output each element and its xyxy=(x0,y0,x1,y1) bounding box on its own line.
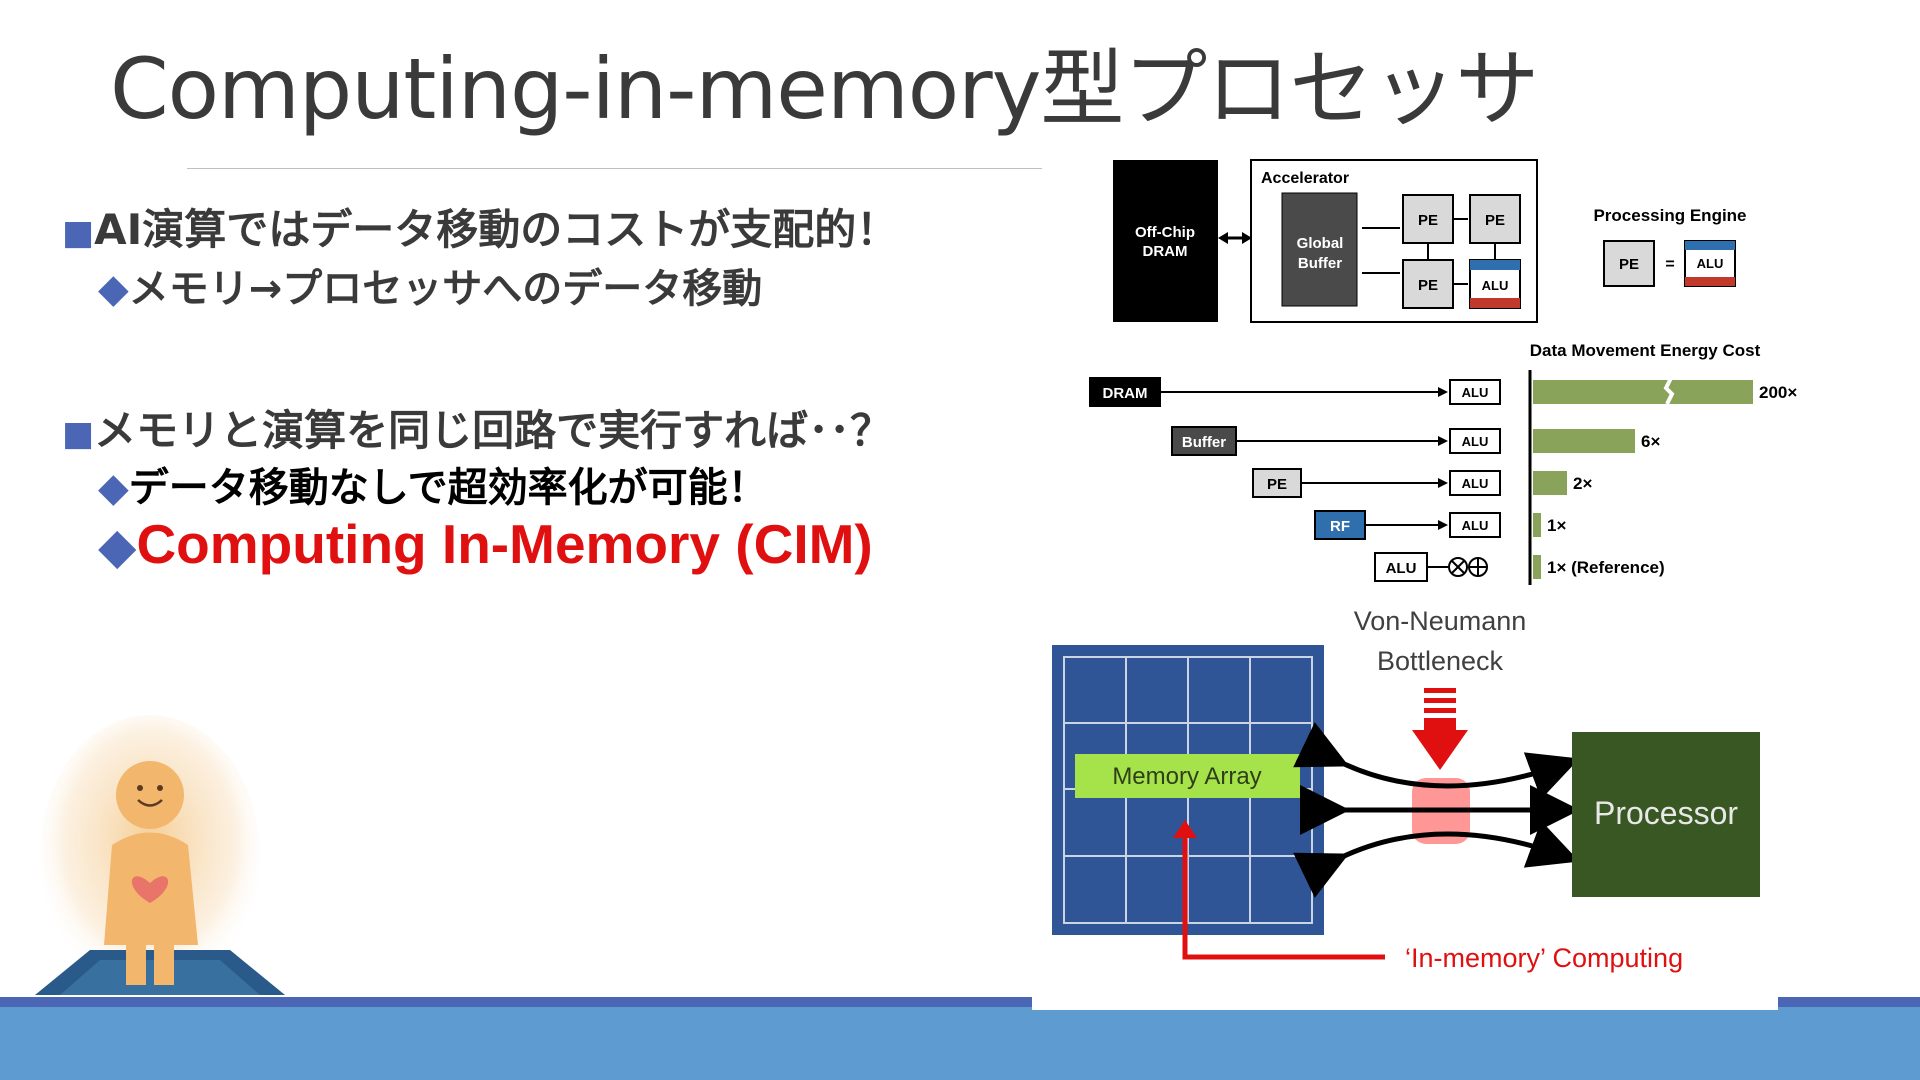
bar-dram xyxy=(1533,380,1753,404)
target-alu-label: ALU xyxy=(1462,434,1489,449)
bar-value-label: 1× xyxy=(1547,516,1566,535)
bullet-2-text: メモリと演算を同じ回路で実行すれば･･？ xyxy=(94,406,893,455)
chart-title: Data Movement Energy Cost xyxy=(1530,341,1761,360)
source-box-buffer xyxy=(1171,426,1237,456)
bottleneck-label-1: Von-Neumann xyxy=(1354,606,1527,636)
pe-box xyxy=(1402,259,1454,309)
bar-value-label: 6× xyxy=(1641,432,1660,451)
bullet-1: ■AI演算ではデータ移動のコストが支配的！ xyxy=(62,196,898,257)
processor-label: Processor xyxy=(1594,795,1738,831)
diamond-bullet-icon: ◆ xyxy=(98,465,129,511)
target-alu-label: ALU xyxy=(1462,476,1489,491)
dram-label-2: DRAM xyxy=(1143,243,1188,260)
slide-title: Computing-in-memory型プロセッサ xyxy=(110,40,1539,138)
energy-cost-chart: Data Movement Energy Cost DRAM ALU 200× Buf… xyxy=(1089,341,1797,585)
multiply-icon xyxy=(1448,557,1468,577)
data-flow-arrows xyxy=(1293,722,1580,898)
dram-label-1: Off-Chip xyxy=(1135,224,1195,241)
architecture-diagram: Off-Chip DRAM Accelerator Global Buffer … xyxy=(1113,159,1747,323)
source-label: Buffer xyxy=(1182,434,1226,451)
figure-illustration xyxy=(35,715,285,995)
bullet-1-sub-text: メモリ→プロセッサへのデータ移動 xyxy=(128,266,763,312)
title-divider xyxy=(187,168,1042,169)
target-alu-box xyxy=(1449,379,1501,405)
target-alu-label: ALU xyxy=(1462,518,1489,533)
bar-rf xyxy=(1533,513,1541,537)
diamond-bullet-icon: ◆ xyxy=(98,517,137,575)
target-alu-box xyxy=(1449,470,1501,496)
target-alu-box xyxy=(1449,428,1501,454)
bar-buffer xyxy=(1533,429,1635,453)
footer-band xyxy=(0,1007,1920,1080)
target-alu-label: ALU xyxy=(1462,385,1489,400)
footer-band-accent xyxy=(0,997,1920,1007)
source-label: PE xyxy=(1267,476,1287,493)
diamond-bullet-icon: ◆ xyxy=(98,266,129,312)
bullet-2-sub-1: ◆データ移動なしで超効率化が可能！ xyxy=(98,455,768,513)
svg-text:PE: PE xyxy=(1418,212,1438,229)
pe-box xyxy=(1603,240,1655,287)
processor-block xyxy=(1572,732,1760,897)
in-memory-computing-label: ‘In-memory’ Computing xyxy=(1405,943,1683,973)
memory-array-label-box xyxy=(1075,754,1300,798)
buffer-label-1: Global xyxy=(1297,235,1344,252)
bottleneck-label-2: Bottleneck xyxy=(1377,646,1504,676)
bullet-1-sub: ◆メモリ→プロセッサへのデータ移動 xyxy=(98,256,762,314)
memory-array-label: Memory Array xyxy=(1112,763,1261,790)
bottleneck-down-arrow-icon xyxy=(1412,688,1468,770)
bar-pe xyxy=(1533,471,1567,495)
source-box-pe xyxy=(1252,468,1302,498)
source-box-rf xyxy=(1314,510,1366,540)
cim-diagram: Memory Array Von-Neumann Bottleneck Proc… xyxy=(1052,606,1760,973)
source-label: RF xyxy=(1330,518,1350,535)
bullet-1-text: AI演算ではデータ移動のコストが支配的！ xyxy=(94,205,899,254)
target-alu-box xyxy=(1449,512,1501,538)
buffer-label-2: Buffer xyxy=(1298,255,1342,272)
bar-alu xyxy=(1533,555,1541,579)
svg-text:ALU: ALU xyxy=(1697,256,1724,271)
svg-text:PE: PE xyxy=(1619,256,1639,273)
svg-text:PE: PE xyxy=(1418,277,1438,294)
square-bullet-icon: ■ xyxy=(62,414,95,454)
processing-engine-title: Processing Engine xyxy=(1593,206,1746,225)
bar-value-label: 2× xyxy=(1573,474,1592,493)
bar-value-label: 200× xyxy=(1759,383,1797,402)
dram-box xyxy=(1113,160,1218,322)
pe-box xyxy=(1402,194,1454,244)
bar-value-label: 1× (Reference) xyxy=(1547,558,1665,577)
accelerator-label: Accelerator xyxy=(1261,170,1349,187)
square-bullet-icon: ■ xyxy=(62,213,95,253)
source-label: ALU xyxy=(1386,560,1417,577)
image-panel-bottom xyxy=(1032,990,1778,1010)
svg-text:=: = xyxy=(1665,256,1674,273)
svg-text:PE: PE xyxy=(1485,212,1505,229)
pe-box xyxy=(1469,194,1521,244)
axis-break-icon xyxy=(1663,377,1675,405)
global-buffer-box xyxy=(1281,192,1358,307)
in-memory-arrow xyxy=(1182,832,1385,960)
source-label: DRAM xyxy=(1103,385,1148,402)
bullet-2-sub-2: ◆Computing In-Memory (CIM) xyxy=(98,512,873,576)
bullet-2-sub-1-text: データ移動なしで超効率化が可能！ xyxy=(128,465,768,511)
svg-text:ALU: ALU xyxy=(1482,278,1509,293)
cim-highlight-text: Computing In-Memory (CIM) xyxy=(136,513,873,575)
bullet-2: ■メモリと演算を同じ回路で実行すれば･･？ xyxy=(62,397,892,458)
